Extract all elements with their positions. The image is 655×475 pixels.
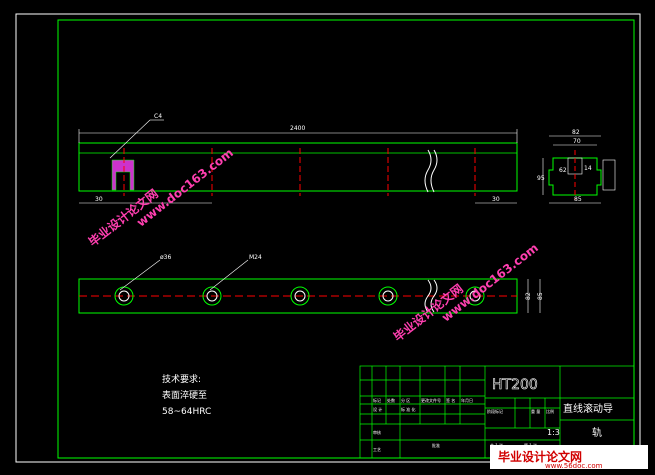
section-dim-70: 70 — [573, 138, 581, 145]
svg-text:处数: 处数 — [387, 397, 395, 403]
footer-logo-url: www.56doc.com — [545, 462, 603, 470]
svg-text:审核: 审核 — [373, 429, 381, 435]
break-line — [430, 149, 438, 193]
tech-heading: 技术要求: — [162, 373, 201, 385]
svg-text:重 量: 重 量 — [531, 408, 540, 414]
outer-border — [15, 13, 641, 463]
footer-logo-cn: 毕业设计论文网 — [498, 449, 582, 464]
watermark-2: 毕业设计论文网 www.doc163.com — [390, 241, 541, 345]
thread-label: M24 — [249, 254, 262, 261]
svg-text:工艺: 工艺 — [373, 447, 381, 452]
break-line — [424, 149, 432, 193]
part-name-1: 直线滚动导 — [563, 402, 613, 415]
scale-label: 1:3 — [547, 428, 560, 437]
plan-dim-82: 82 — [525, 292, 532, 300]
part-name-2: 轨 — [592, 426, 602, 439]
section-dim-85: 85 — [574, 196, 582, 203]
tech-line2: 58~64HRC — [162, 407, 211, 417]
svg-text:标记: 标记 — [373, 397, 381, 403]
material-label: HT200 — [492, 377, 538, 393]
inner-border — [57, 19, 635, 459]
dim-length-label: 2400 — [290, 125, 305, 132]
svg-text:标 准 化: 标 准 化 — [401, 406, 416, 412]
svg-text:批准: 批准 — [432, 442, 440, 448]
front-view: 2400 C4 30 30 — [78, 113, 518, 204]
footer-logo-bg — [490, 445, 648, 469]
svg-text:更改文件号: 更改文件号 — [421, 397, 441, 403]
section-dim-62: 62 — [559, 167, 567, 174]
dim-left-offset: 30 — [95, 196, 103, 203]
technical-requirements: 技术要求: 表面淬硬至 58~64HRC — [162, 373, 211, 417]
hole-diameter-label: ø36 — [160, 254, 171, 261]
svg-text:分 区: 分 区 — [401, 397, 410, 403]
tech-line1: 表面淬硬至 — [162, 389, 207, 401]
svg-text:阶段标记: 阶段标记 — [487, 408, 503, 414]
svg-text:签 名: 签 名 — [446, 397, 455, 403]
chamfer-label: C4 — [154, 113, 162, 120]
plan-dim-85: 85 — [537, 292, 544, 300]
dim-right-offset: 30 — [492, 196, 500, 203]
title-block — [359, 365, 635, 459]
svg-text:年月日: 年月日 — [461, 397, 473, 403]
svg-text:设 计: 设 计 — [373, 406, 382, 412]
section-outline — [548, 157, 602, 196]
section-dim-95: 95 — [537, 175, 545, 182]
counterbore-section — [111, 159, 135, 191]
section-dim-82: 82 — [572, 129, 580, 136]
section-view: 82 70 95 62 14 85 — [537, 129, 616, 204]
svg-text:比例: 比例 — [546, 408, 554, 414]
top-view: ø36 M24 82 85 — [78, 254, 544, 314]
rail-outline-top — [78, 142, 518, 192]
section-dim-14: 14 — [584, 165, 592, 172]
